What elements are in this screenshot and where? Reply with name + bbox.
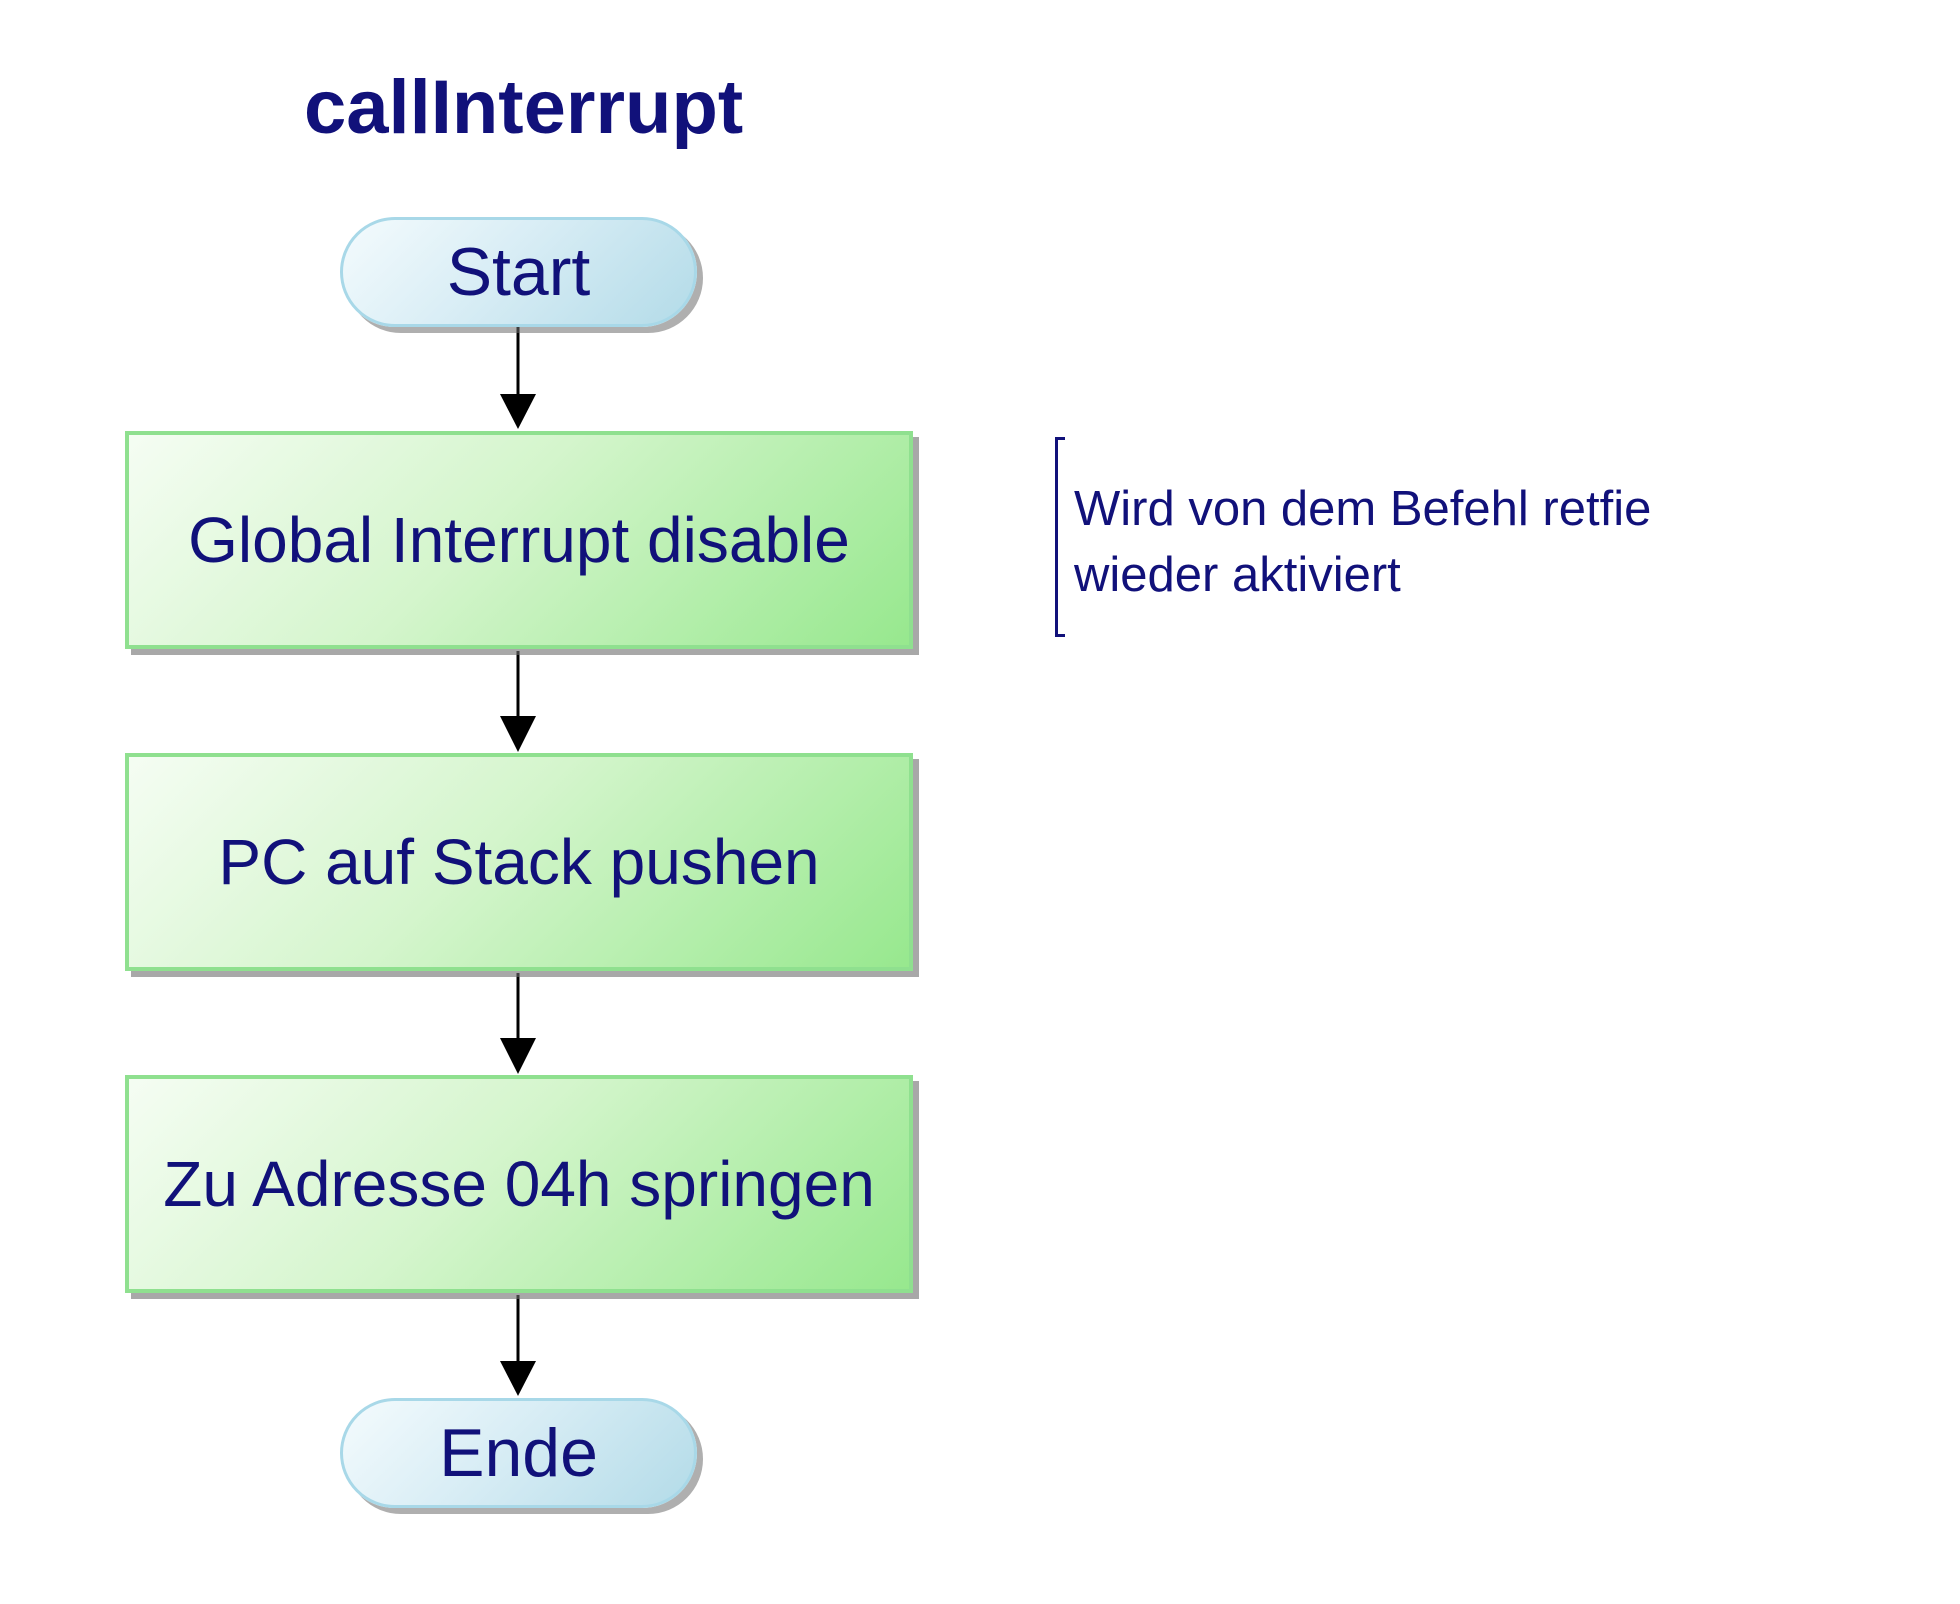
end-node-label: Ende	[439, 1415, 598, 1491]
process-node-label: Zu Adresse 04h springen	[163, 1148, 875, 1220]
process-node-global-interrupt-disable: Global Interrupt disable	[125, 431, 913, 649]
arrowhead-icon	[500, 1038, 536, 1074]
edge-step1-to-step2	[500, 651, 536, 752]
process-node-label: Global Interrupt disable	[188, 504, 850, 576]
arrowhead-icon	[500, 716, 536, 752]
annotation-bracket	[1055, 437, 1065, 637]
annotation-note: Wird von dem Befehl retfie wieder aktivi…	[1074, 476, 1651, 608]
start-node: Start	[340, 217, 697, 327]
arrowhead-icon	[500, 394, 536, 429]
process-node-zu-adresse-springen: Zu Adresse 04h springen	[125, 1075, 913, 1293]
process-node-pc-auf-stack-pushen: PC auf Stack pushen	[125, 753, 913, 971]
process-node-label: PC auf Stack pushen	[218, 826, 820, 898]
annotation-line: wieder aktiviert	[1074, 548, 1401, 602]
edge-step3-to-end	[500, 1295, 536, 1396]
edge-start-to-step1	[500, 327, 536, 429]
edge-step2-to-step3	[500, 973, 536, 1074]
end-node: Ende	[340, 1398, 697, 1508]
diagram-title: callInterrupt	[304, 65, 744, 150]
arrowhead-icon	[500, 1361, 536, 1396]
start-node-label: Start	[446, 234, 591, 310]
annotation-line: Wird von dem Befehl retfie	[1074, 482, 1652, 536]
